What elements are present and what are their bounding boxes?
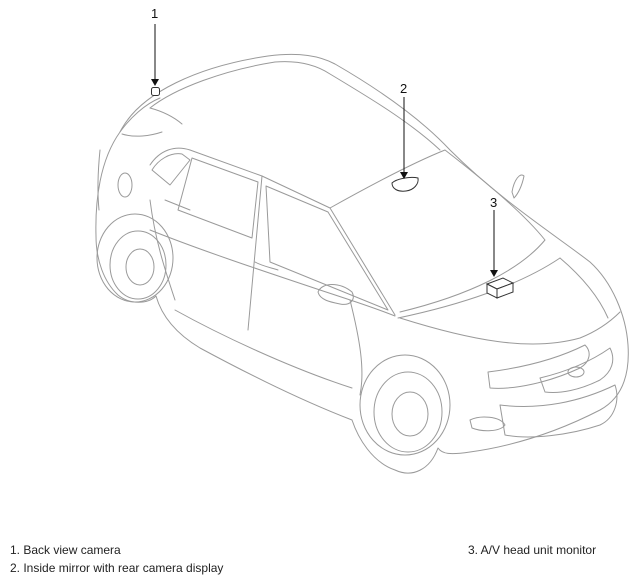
roof-antenna <box>511 174 525 199</box>
lower-grille <box>499 384 618 438</box>
legend-item-2: 2. Inside mirror with rear camera displa… <box>10 561 224 575</box>
front-wheel-arch <box>359 354 451 456</box>
callout-3: 3 <box>490 195 497 210</box>
callout-2: 2 <box>400 81 407 96</box>
rear-wheel-hub <box>125 248 155 286</box>
head-unit-monitor-marker <box>485 277 515 299</box>
fuel-door <box>117 172 133 198</box>
back-view-camera-marker <box>151 87 160 96</box>
rear-quarter-window <box>151 153 191 186</box>
car-body-outline <box>95 53 629 474</box>
cowl-line <box>397 257 561 319</box>
front-wheel-hub <box>391 391 429 437</box>
rear-door-handle <box>164 199 191 211</box>
inside-mirror-marker <box>391 176 419 192</box>
callout-1: 1 <box>151 6 158 21</box>
components <box>151 87 515 299</box>
brand-emblem <box>567 366 585 378</box>
side-window-band <box>149 147 396 316</box>
rear-door-rear-line <box>149 199 176 301</box>
upper-grille <box>539 347 614 393</box>
fog-light <box>469 416 506 432</box>
rear-wheel-arch <box>96 213 174 303</box>
roof-rear-edge <box>149 107 183 125</box>
front-wheel <box>373 371 443 453</box>
rear-spoiler <box>119 97 163 137</box>
side-mirror <box>317 284 354 305</box>
shoulder-line <box>149 229 396 317</box>
b-pillar-line <box>247 175 263 331</box>
hood-crease <box>559 257 609 319</box>
rear-door-window <box>177 157 259 239</box>
roof-panel <box>149 61 441 151</box>
legend-item-3: 3. A/V head unit monitor <box>468 543 597 557</box>
car-illustration <box>95 53 629 474</box>
rocker-line <box>174 309 353 389</box>
windshield <box>329 149 546 313</box>
front-door-handle <box>254 261 279 271</box>
rear-wheel <box>109 230 167 300</box>
legend-item-1: 1. Back view camera <box>10 543 121 557</box>
front-door-front-line <box>349 299 363 396</box>
hood-line <box>399 311 621 345</box>
front-door-window <box>265 185 389 311</box>
rear-light <box>97 149 101 211</box>
leader-lines <box>151 24 498 277</box>
headlight <box>487 344 590 389</box>
